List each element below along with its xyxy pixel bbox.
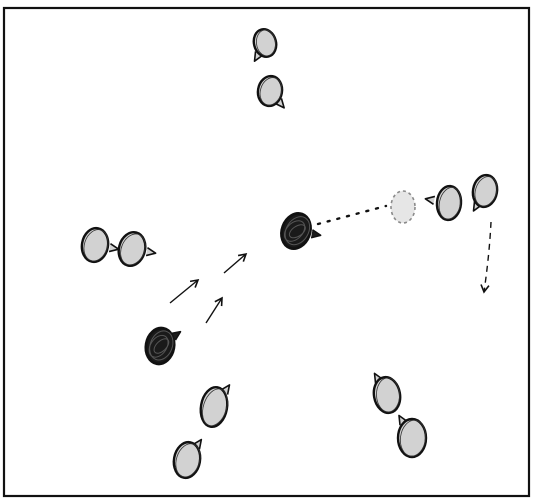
player-figure-dark — [143, 326, 180, 366]
player-figure — [198, 385, 232, 429]
motion-arrow-2 — [224, 254, 246, 273]
motion-arrow-3 — [206, 298, 222, 323]
figure-body — [115, 229, 149, 269]
player-figures — [79, 27, 500, 480]
player-figure — [398, 415, 428, 457]
facing-nose — [425, 196, 435, 204]
player-figure — [371, 373, 403, 415]
player-figure — [425, 185, 463, 221]
facing-nose — [311, 230, 321, 238]
dashed-movement-arrow — [484, 222, 491, 292]
player-figure-dark — [277, 209, 321, 252]
player-figure — [115, 229, 156, 269]
player-figure — [256, 74, 286, 108]
facing-nose — [146, 248, 156, 256]
dotted-pass-line — [318, 206, 386, 224]
player-figure — [171, 440, 204, 481]
player-figure-ghost — [391, 191, 415, 223]
player-figure — [251, 27, 279, 62]
player-figure — [79, 226, 118, 264]
figure-body — [391, 191, 415, 223]
player-figure — [470, 173, 500, 211]
facing-nose — [109, 244, 119, 252]
motion-arrow-1 — [170, 280, 198, 303]
